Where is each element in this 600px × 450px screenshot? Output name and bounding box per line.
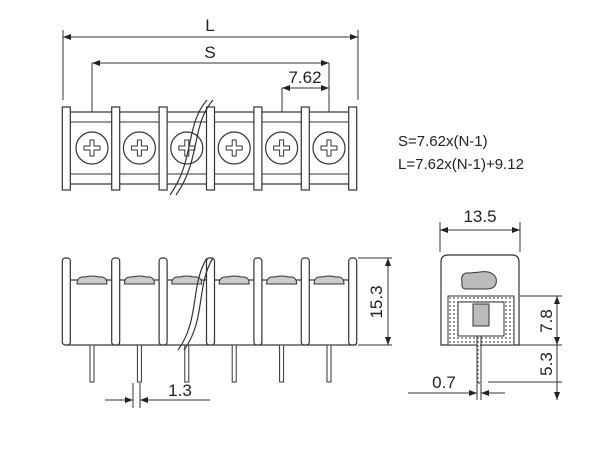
label-upper: 7.8 — [537, 309, 556, 333]
label-pin: 0.7 — [432, 373, 456, 392]
screw-icon — [170, 131, 204, 165]
barrier — [205, 106, 216, 191]
label-lower: 5.3 — [537, 352, 556, 376]
formula-s: S=7.62x(N-1) — [398, 133, 488, 150]
screw-icon — [217, 131, 251, 165]
barrier — [348, 106, 358, 191]
barrier — [205, 257, 216, 346]
barrier — [111, 106, 121, 191]
screw-head-front — [123, 275, 155, 285]
front-view: 15.3 1.3 — [61, 257, 392, 408]
label-pin-gap: 1.3 — [168, 381, 192, 400]
screw-icon — [122, 131, 156, 165]
pin — [89, 344, 95, 383]
barrier — [158, 106, 168, 191]
barrier — [61, 106, 71, 191]
screw-icon — [265, 131, 299, 165]
label-height: 15.3 — [367, 285, 386, 318]
screw-head-front — [266, 275, 298, 285]
pin — [231, 344, 237, 383]
barrier — [111, 257, 121, 346]
pin — [136, 344, 142, 383]
screw-icon — [75, 131, 109, 165]
screw-icon — [312, 131, 346, 165]
barrier — [300, 257, 310, 346]
label-L: L — [205, 16, 214, 35]
label-pitch: 7.62 — [288, 68, 321, 87]
side-view: 13.5 7.8 5.3 0.7 — [408, 207, 562, 400]
pin — [279, 344, 285, 383]
label-S: S — [204, 43, 215, 62]
screw-head-front — [76, 275, 108, 285]
barrier — [158, 257, 168, 346]
barrier — [300, 106, 310, 191]
pin — [326, 344, 332, 383]
pin — [184, 344, 190, 383]
top-view: L S 7.62 — [61, 16, 359, 196]
formula-l: L=7.62x(N-1)+9.12 — [398, 156, 524, 173]
barrier — [253, 106, 263, 191]
screw-head-front — [313, 275, 345, 285]
barrier — [348, 257, 358, 346]
barrier — [253, 257, 263, 346]
label-width: 13.5 — [463, 207, 496, 226]
screw-head-front — [218, 275, 250, 285]
screw-head-front — [171, 275, 203, 285]
barrier — [61, 257, 71, 346]
